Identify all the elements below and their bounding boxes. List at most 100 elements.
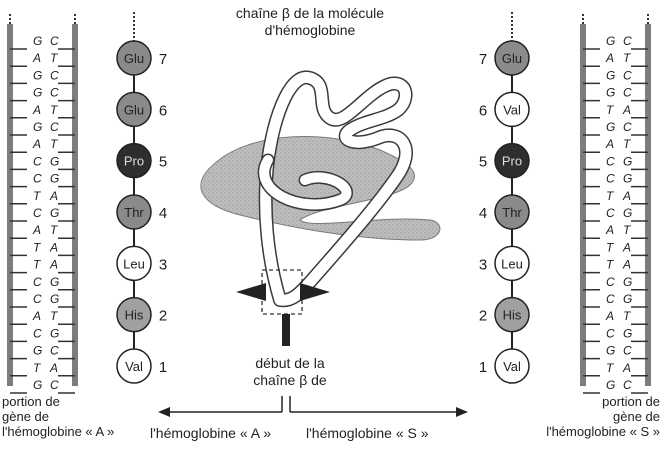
right-gene-strand1-base: C — [606, 206, 615, 220]
right-gene-strand2-base: C — [623, 68, 632, 82]
right-gene-strand2-backbone — [645, 24, 651, 386]
left-gene-caption: portion de gène de l'hémoglobine « A » — [2, 394, 122, 439]
left-gene-strand2-base: G — [50, 154, 59, 168]
right-gene-strand2-base: A — [622, 189, 631, 203]
right-chain-residue-label: Leu — [501, 256, 523, 271]
left-gene-strand2-base: G — [50, 292, 59, 306]
left-gene-strand1-base: A — [32, 223, 41, 237]
left-gene-strand1-backbone — [7, 24, 13, 386]
title-line1: chaîne β de la molécule — [235, 5, 385, 21]
right-gene-strand1-base: T — [606, 258, 615, 272]
left-gene-strand1-base: C — [33, 326, 42, 340]
left-chain-residue-label: Glu — [124, 102, 144, 117]
right-gene-strand2-base: G — [623, 275, 632, 289]
right-chain-residue-label: Pro — [502, 154, 522, 169]
right-gene-strand1-base: C — [606, 275, 615, 289]
right-gene-strand1-base: G — [606, 34, 615, 48]
left-chain-position-number: 7 — [159, 51, 167, 68]
right-chain-residue-label: Thr — [502, 205, 522, 220]
ribbon-loop-inner — [259, 155, 352, 210]
right-gene-strand1-base: T — [606, 240, 615, 254]
left-caption-line4: l'hémoglobine « A » — [2, 424, 115, 439]
left-gene-strand1-base: A — [32, 309, 41, 323]
right-chain-residue-pro-5 — [494, 142, 530, 179]
right-gene-strand2-base: A — [622, 240, 631, 254]
right-gene-strand1-base: C — [606, 292, 615, 306]
bottom-left-hemoglobin-label: l'hémoglobine « A » — [150, 425, 271, 441]
right-gene-strand1-backbone — [580, 24, 586, 386]
left-chain-residue-thr-4 — [116, 194, 152, 230]
right-chain-position-number: 2 — [479, 308, 487, 325]
right-gene-caption: portion de gène de l'hémoglobine « S » — [490, 394, 660, 439]
left-gene-strand1-base: T — [33, 240, 42, 254]
right-chain-residue-label: Val — [503, 359, 521, 374]
left-gene-strand2-base: C — [50, 68, 59, 82]
left-chain-position-number: 6 — [159, 102, 167, 119]
right-gene-strand2-base: C — [623, 120, 632, 134]
right-gene-strand2-base: G — [623, 172, 632, 186]
right-gene-strand1-base: C — [606, 154, 615, 168]
left-gene-strand2-base: G — [50, 206, 59, 220]
left-gene-strand1-base: A — [32, 51, 41, 65]
left-chain-residue-label: Val — [125, 359, 143, 374]
left-chain-residue-pro-5 — [116, 142, 152, 179]
left-gene-strand2-base: G — [50, 172, 59, 186]
left-gene-strand2-base: T — [50, 309, 59, 323]
left-chain-residue-glu-7 — [116, 40, 152, 76]
right-gene-strand1-base: G — [606, 68, 615, 82]
right-chain-residue-his-2 — [494, 296, 530, 333]
right-gene-strand2-base: G — [623, 154, 632, 168]
left-chain-residue-label: Glu — [124, 51, 144, 66]
right-chain-residue-label: His — [503, 308, 522, 323]
center-caption-line1: début de la — [255, 355, 325, 371]
left-gene-strand2-backbone — [72, 24, 78, 386]
right-gene-strand1-base: G — [606, 120, 615, 134]
right-gene-strand1-base: A — [605, 309, 614, 323]
right-gene-strand1-base: T — [606, 103, 615, 117]
left-gene-strand1-base: G — [33, 86, 42, 100]
left-gene-strand2-base: G — [50, 275, 59, 289]
left-gene-strand2-base: T — [50, 223, 59, 237]
right-gene-strand2-base: G — [623, 206, 632, 220]
protein-ribbon — [200, 70, 441, 346]
left-chain-residue-label: His — [125, 308, 144, 323]
right-chain-position-number: 3 — [479, 256, 487, 273]
right-chain-residue-val-1 — [494, 348, 530, 384]
right-gene-strand2-base: C — [623, 34, 632, 48]
left-chain-position-number: 5 — [159, 154, 167, 171]
right-gene-strand1-base: G — [606, 344, 615, 358]
right-gene-strand1-base: T — [606, 189, 615, 203]
left-gene-strand1-base: C — [33, 275, 42, 289]
left-chain-residue-label: Thr — [124, 205, 144, 220]
left-gene-strand1-base: A — [32, 137, 41, 151]
center-caption-line2: chaîne β de — [253, 372, 327, 388]
right-gene-strand2-base: T — [623, 309, 632, 323]
left-gene-strand2-base: A — [49, 189, 58, 203]
right-gene-strand1-base: C — [606, 326, 615, 340]
left-chain-position-number: 2 — [159, 308, 167, 325]
ribbon-front-inner — [260, 71, 412, 306]
left-gene-strand2-base: A — [49, 240, 58, 254]
left-gene-strand1-base: C — [33, 154, 42, 168]
left-gene-strand1-base: T — [33, 361, 42, 375]
left-gene-strand2-base: T — [50, 103, 59, 117]
right-caption-line1: portion de — [602, 394, 660, 409]
left-chain-residue-label: Leu — [123, 256, 145, 271]
left-arrowhead-icon — [158, 407, 170, 417]
left-chain-residue-his-2 — [116, 296, 152, 333]
bottom-arrows — [158, 396, 468, 417]
left-gene-strand2-base: C — [50, 344, 59, 358]
title: chaîne β de la molécule d'hémoglobine — [205, 5, 415, 39]
right-gene-strand1-base: A — [605, 223, 614, 237]
right-gene-strand1-base: T — [606, 361, 615, 375]
left-gene-strand2-base: A — [49, 258, 58, 272]
right-gene-strand1-base: C — [606, 172, 615, 186]
right-caption-line2: gène de — [613, 409, 660, 424]
right-chain-residue-leu-3 — [494, 245, 530, 282]
left-gene-strand2-base: A — [49, 361, 58, 375]
